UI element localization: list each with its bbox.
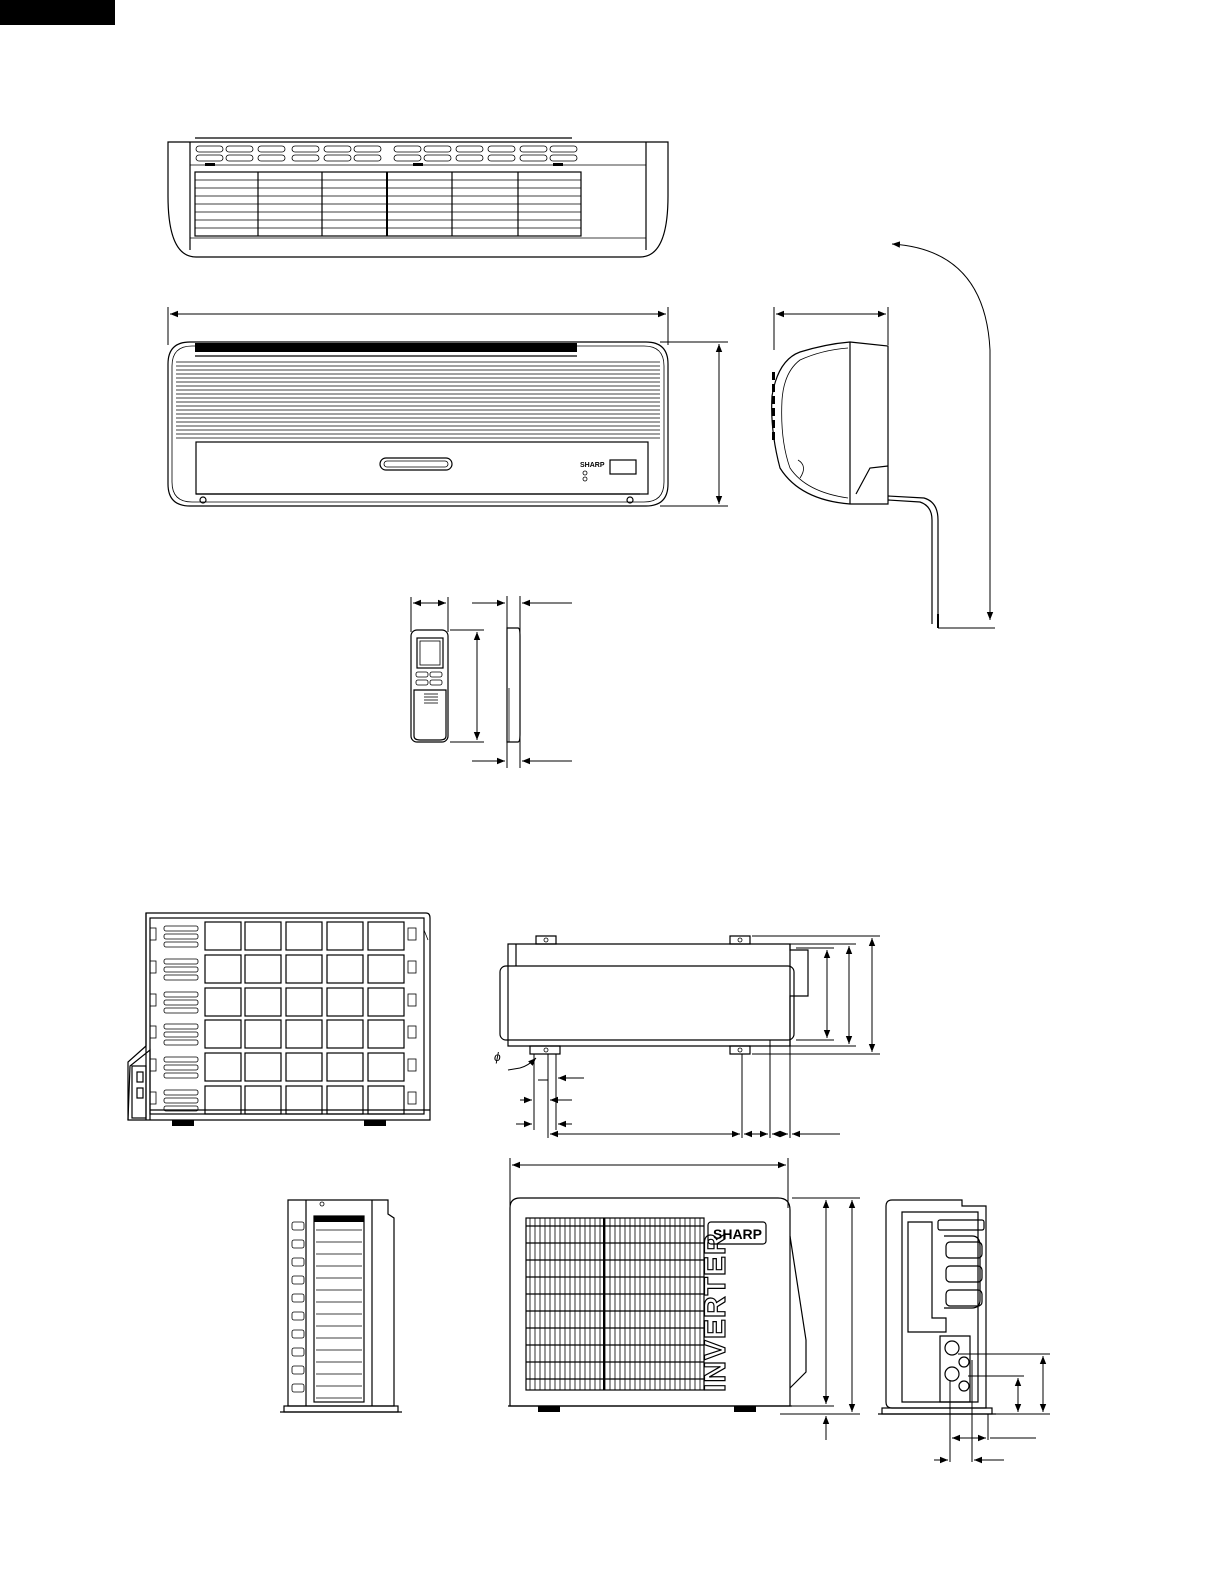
indoor-unit-side-view xyxy=(772,244,995,628)
outdoor-unit-front-view: SHARP INVERTER xyxy=(508,1158,860,1440)
pipe-diameter-symbol: ϕ xyxy=(494,1050,501,1064)
remote-control-views xyxy=(411,596,572,768)
outdoor-unit-left-side-view xyxy=(280,1200,402,1412)
indoor-unit-top-view xyxy=(168,138,668,257)
outdoor-unit-rear-view xyxy=(128,913,430,1126)
indoor-sharp-badge: SHARP xyxy=(580,462,605,469)
outdoor-unit-top-view: ϕ xyxy=(494,936,880,1138)
indoor-unit-front-view: SHARP xyxy=(168,307,728,506)
outdoor-inverter-lettering: INVERTER xyxy=(699,1232,732,1392)
outdoor-unit-right-side-view xyxy=(878,1200,1050,1462)
